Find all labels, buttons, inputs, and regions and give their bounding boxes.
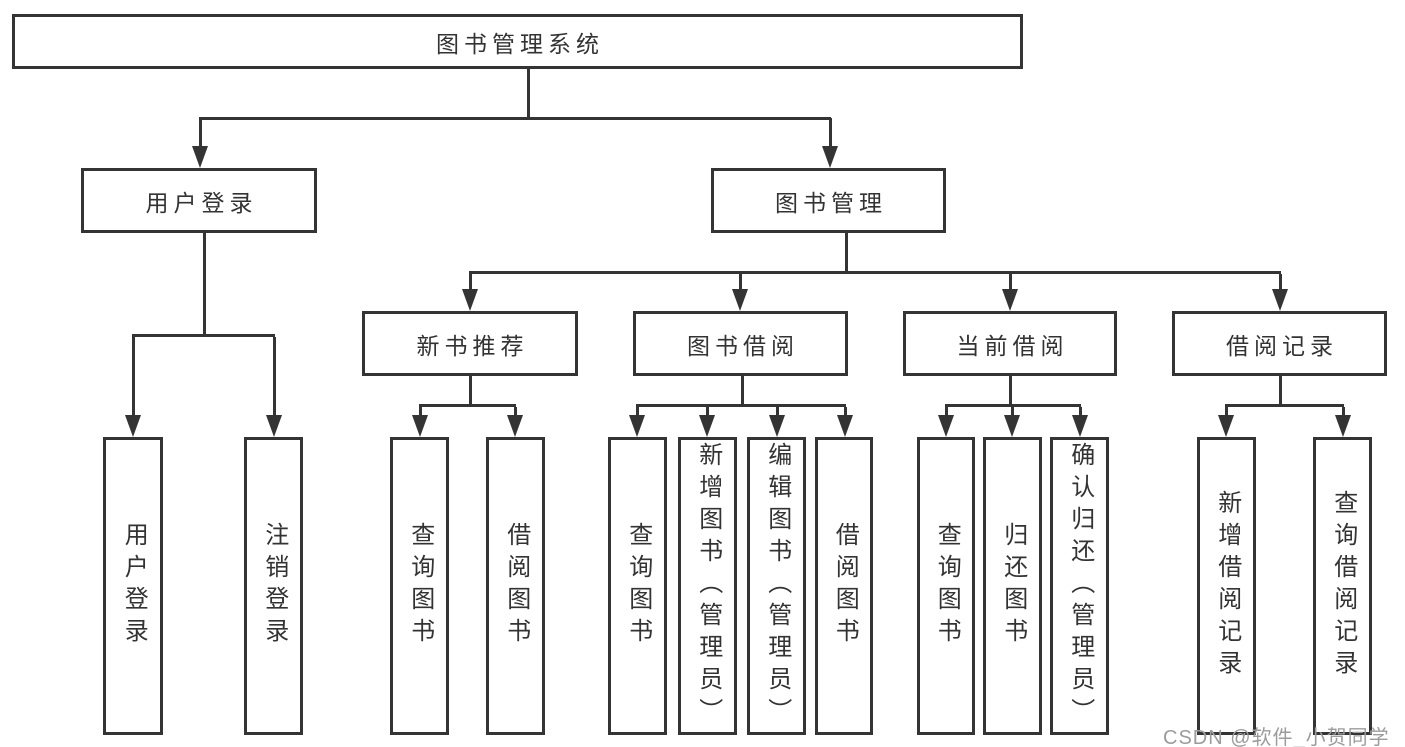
node-borrow-records: 借阅记录 — [1172, 311, 1387, 376]
leaf-logout: 注销登录 — [244, 437, 303, 735]
connector-line — [1011, 407, 1014, 419]
arrow-down-icon — [1002, 289, 1018, 311]
arrow-down-icon — [1072, 415, 1088, 437]
leaf-borrow-books-1-label: 借阅图书 — [502, 522, 530, 650]
connector-line — [829, 118, 832, 150]
connector-line — [132, 334, 275, 337]
node-root-label: 图书管理系统 — [436, 30, 604, 57]
arrow-down-icon — [822, 146, 838, 168]
arrow-down-icon — [507, 415, 523, 437]
leaf-add-books-admin: 新增图书（管理员） — [678, 437, 737, 735]
leaf-query-books-1-label: 查询图书 — [406, 522, 434, 650]
arrow-down-icon — [1335, 415, 1351, 437]
leaf-query-books-2: 查询图书 — [608, 437, 667, 735]
leaf-add-books-admin-label: 新增图书（管理员） — [694, 442, 722, 730]
node-book-mgmt-label: 图书管理 — [775, 189, 887, 216]
connector-line — [199, 117, 831, 120]
connector-line — [776, 407, 779, 419]
connector-line — [1079, 407, 1082, 419]
node-current-borrow-label: 当前借阅 — [956, 332, 1069, 359]
node-new-book-rec: 新书推荐 — [362, 311, 578, 376]
arrow-down-icon — [938, 415, 954, 437]
node-root: 图书管理系统 — [12, 14, 1023, 69]
arrow-down-icon — [699, 415, 715, 437]
leaf-query-borrow-record-label: 查询借阅记录 — [1329, 490, 1357, 682]
connector-line — [739, 274, 742, 293]
connector-line — [845, 233, 848, 274]
arrow-down-icon — [1218, 415, 1234, 437]
leaf-confirm-return-admin: 确认归还（管理员） — [1050, 437, 1109, 735]
connector-line — [514, 407, 517, 419]
arrow-down-icon — [1004, 415, 1020, 437]
connector-line — [741, 376, 744, 407]
connector-line — [1009, 376, 1012, 407]
node-user-login-label: 用户登录 — [145, 189, 258, 216]
connector-line — [1009, 274, 1012, 293]
leaf-query-books-1: 查询图书 — [390, 437, 449, 735]
connector-line — [636, 404, 846, 407]
connector-line — [273, 337, 276, 419]
leaf-user-login: 用户登录 — [103, 437, 163, 735]
connector-line — [945, 407, 948, 419]
arrow-down-icon — [769, 415, 785, 437]
arrow-down-icon — [462, 289, 478, 311]
leaf-user-login-label: 用户登录 — [120, 522, 148, 650]
leaf-query-books-3-label: 查询图书 — [933, 522, 961, 650]
arrow-down-icon — [732, 289, 748, 311]
connector-line — [419, 407, 422, 419]
connector-line — [844, 407, 847, 419]
arrow-down-icon — [192, 146, 208, 168]
connector-line — [636, 407, 639, 419]
leaf-borrow-books-2: 借阅图书 — [815, 437, 873, 735]
leaf-logout-label: 注销登录 — [260, 522, 288, 650]
node-book-borrow-label: 图书借阅 — [687, 332, 799, 359]
leaf-borrow-books-2-label: 借阅图书 — [831, 522, 859, 650]
leaf-confirm-return-admin-label: 确认归还（管理员） — [1066, 442, 1094, 730]
connector-line — [132, 337, 135, 419]
connector-line — [1279, 376, 1282, 407]
leaf-query-books-3: 查询图书 — [917, 437, 975, 735]
node-borrow-records-label: 借阅记录 — [1226, 332, 1338, 359]
connector-line — [469, 376, 472, 407]
connector-line — [1225, 404, 1344, 407]
connector-line — [199, 118, 202, 150]
connector-line — [1225, 407, 1228, 419]
leaf-add-borrow-record: 新增借阅记录 — [1197, 437, 1256, 735]
arrow-down-icon — [1272, 289, 1288, 311]
arrow-down-icon — [837, 415, 853, 437]
leaf-query-borrow-record: 查询借阅记录 — [1313, 437, 1372, 735]
connector-line — [945, 404, 1081, 407]
node-current-borrow: 当前借阅 — [903, 311, 1117, 376]
leaf-query-books-2-label: 查询图书 — [624, 522, 652, 650]
arrow-down-icon — [412, 415, 428, 437]
leaf-edit-books-admin-label: 编辑图书（管理员） — [763, 442, 791, 730]
leaf-borrow-books-1: 借阅图书 — [486, 437, 545, 735]
arrow-down-icon — [629, 415, 645, 437]
connector-line — [419, 404, 516, 407]
watermark: CSDN @软件_小贺同学 — [1163, 727, 1390, 747]
connector-line — [706, 407, 709, 419]
connector-line — [1279, 274, 1282, 293]
connector-line — [203, 233, 206, 337]
arrow-down-icon — [266, 415, 282, 437]
leaf-add-borrow-record-label: 新增借阅记录 — [1213, 490, 1241, 682]
connector-line — [527, 69, 530, 120]
leaf-return-books: 归还图书 — [983, 437, 1042, 735]
connector-line — [469, 274, 472, 293]
arrow-down-icon — [125, 415, 141, 437]
node-user-login: 用户登录 — [81, 168, 317, 233]
node-new-book-rec-label: 新书推荐 — [416, 332, 529, 359]
node-book-borrow: 图书借阅 — [633, 311, 848, 376]
leaf-return-books-label: 归还图书 — [999, 522, 1027, 650]
connector-line — [469, 271, 1281, 274]
leaf-edit-books-admin: 编辑图书（管理员） — [747, 437, 806, 735]
connector-line — [1342, 407, 1345, 419]
node-book-mgmt: 图书管理 — [711, 168, 946, 233]
